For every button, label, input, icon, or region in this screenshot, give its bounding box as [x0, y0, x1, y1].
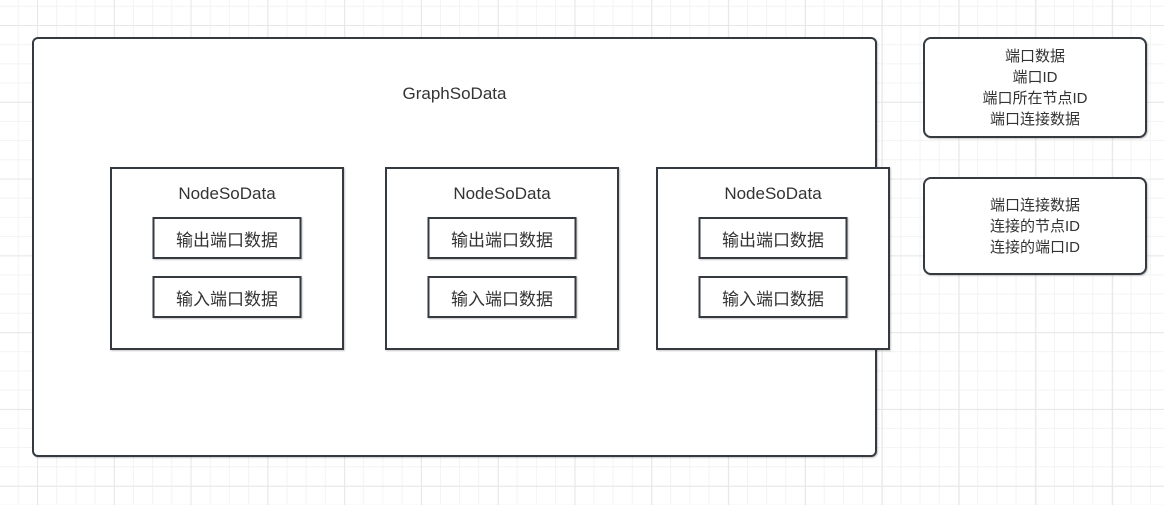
note-line: 端口数据 [1004, 47, 1065, 65]
note-shape-port-connection-data[interactable]: 端口连接数据 连接的节点ID 连接的端口ID [923, 177, 1147, 275]
node-shape-3[interactable]: NodeSoData 输出端口数据 输入端口数据 [656, 167, 890, 350]
note-line: 端口连接数据 [989, 110, 1080, 128]
note-shape-port-data[interactable]: 端口数据 端口ID 端口所在节点ID 端口连接数据 [923, 37, 1147, 138]
node-shape-2[interactable]: NodeSoData 输出端口数据 输入端口数据 [385, 167, 619, 350]
output-port-shape[interactable]: 输出端口数据 [152, 217, 302, 259]
output-port-shape[interactable]: 输出端口数据 [427, 217, 577, 259]
input-port-shape[interactable]: 输入端口数据 [698, 276, 848, 318]
note-line: 连接的节点ID [989, 217, 1080, 235]
note-line: 端口ID [1012, 68, 1058, 86]
note-line: 连接的端口ID [989, 238, 1080, 256]
node-title: NodeSoData [453, 184, 551, 203]
node-title: NodeSoData [178, 184, 276, 203]
output-port-shape[interactable]: 输出端口数据 [698, 217, 848, 259]
input-port-shape[interactable]: 输入端口数据 [427, 276, 577, 318]
note-line: 端口连接数据 [989, 196, 1080, 214]
input-port-shape[interactable]: 输入端口数据 [152, 276, 302, 318]
note-line: 端口所在节点ID [982, 89, 1088, 107]
graph-container-shape[interactable]: GraphSoData NodeSoData 输出端口数据 输入端口数据 Nod… [32, 37, 890, 457]
node-shape-1[interactable]: NodeSoData 输出端口数据 输入端口数据 [110, 167, 344, 350]
graph-title: GraphSoData [402, 84, 507, 103]
node-title: NodeSoData [724, 184, 822, 203]
